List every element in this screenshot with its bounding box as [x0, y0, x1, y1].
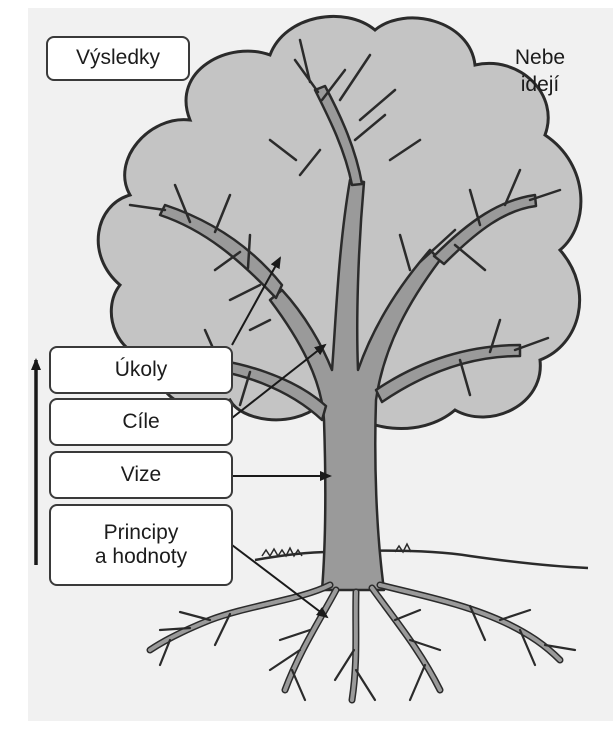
trunk-shape [268, 178, 442, 592]
arrow-principles [231, 544, 329, 619]
ground-line [254, 549, 589, 570]
sky-label-line1: Nebe [514, 46, 566, 69]
tree-trunk-branches [158, 84, 538, 592]
vision-label: Vize [49, 451, 233, 499]
sky-of-ideas-label: Nebe idejí [495, 44, 585, 99]
results-label: Výsledky [46, 36, 190, 81]
goals-label: Cíle [49, 398, 233, 446]
arrow-goals [231, 343, 327, 419]
tasks-label: Úkoly [49, 346, 233, 394]
principles-label-line2: a hodnoty [94, 545, 188, 568]
grass-tufts [261, 542, 412, 558]
sky-label-line2: idejí [520, 73, 560, 97]
canopy-shape [96, 14, 583, 430]
principles-label-line1: Principy [103, 520, 179, 544]
tree-canopy [96, 14, 583, 430]
principles-label: Principy a hodnoty [49, 504, 233, 586]
connector-arrows [231, 256, 332, 619]
tree-roots [146, 581, 577, 704]
arrow-tasks [231, 256, 281, 346]
